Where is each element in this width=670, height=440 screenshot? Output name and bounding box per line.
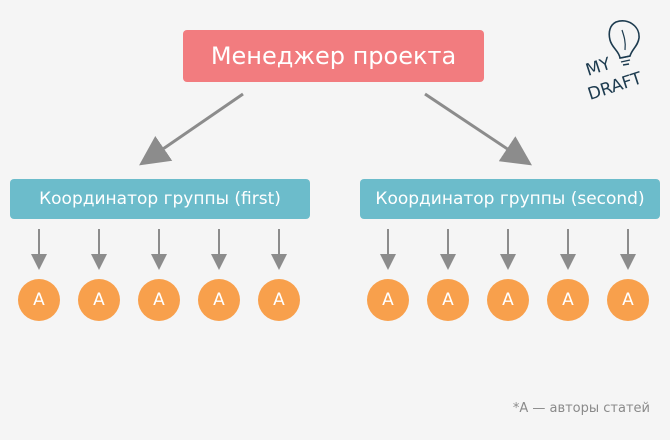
project-manager-node: Менеджер проекта bbox=[183, 30, 484, 82]
author-label: A bbox=[502, 290, 514, 310]
author-node: A bbox=[367, 279, 409, 321]
footnote: *A — авторы статей bbox=[512, 401, 650, 416]
author-label: A bbox=[442, 290, 454, 310]
author-node: A bbox=[487, 279, 529, 321]
author-node: A bbox=[427, 279, 469, 321]
author-node: A bbox=[78, 279, 120, 321]
author-node: A bbox=[258, 279, 300, 321]
author-label: A bbox=[213, 290, 225, 310]
coordinator-second-label: Координатор группы (second) bbox=[375, 189, 645, 209]
author-node: A bbox=[138, 279, 180, 321]
author-label: A bbox=[153, 290, 165, 310]
author-label: A bbox=[33, 290, 45, 310]
author-label: A bbox=[562, 290, 574, 310]
coordinator-first-label: Координатор группы (first) bbox=[39, 189, 281, 209]
author-node: A bbox=[547, 279, 589, 321]
author-node: A bbox=[18, 279, 60, 321]
project-manager-label: Менеджер проекта bbox=[210, 42, 457, 70]
coordinator-to-author-arrows bbox=[31, 229, 636, 270]
mydraft-logo: MY DRAFT bbox=[584, 20, 645, 105]
author-label: A bbox=[93, 290, 105, 310]
author-label: A bbox=[622, 290, 634, 310]
author-label: A bbox=[273, 290, 285, 310]
author-label: A bbox=[382, 290, 394, 310]
logo-line-1: MY bbox=[584, 54, 614, 81]
arrow-manager-to-first bbox=[139, 92, 244, 166]
author-node: A bbox=[198, 279, 240, 321]
coordinator-second-node: Координатор группы (second) bbox=[360, 179, 660, 219]
coordinator-first-node: Координатор группы (first) bbox=[10, 179, 310, 219]
author-node: A bbox=[607, 279, 649, 321]
arrow-manager-to-second bbox=[424, 92, 532, 166]
